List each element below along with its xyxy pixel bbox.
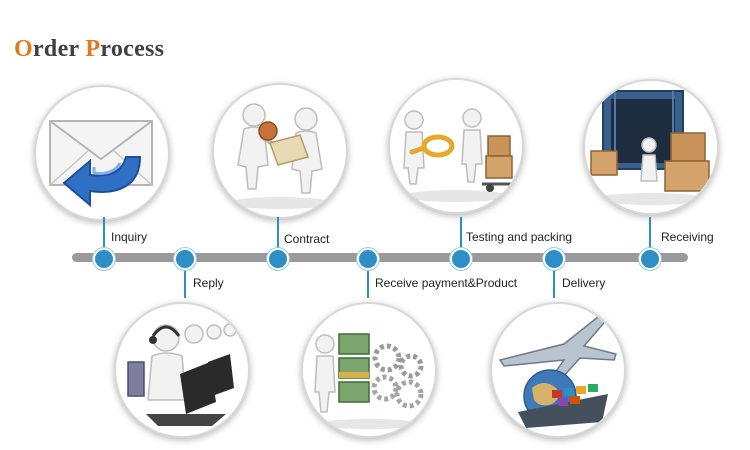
step-label-inquiry: Inquiry — [111, 230, 148, 244]
payment-stem — [367, 258, 369, 298]
timeline-node-reply — [174, 248, 196, 270]
timeline-node-payment — [357, 248, 379, 270]
step-label-payment: Receive payment&Product — [375, 276, 518, 290]
reply-stem — [184, 258, 186, 298]
handshake-contract-icon — [228, 103, 332, 209]
step-label-delivery: Delivery — [562, 276, 606, 290]
step-label-receiving: Receiving — [661, 230, 714, 244]
step-label-contract: Contract — [284, 232, 330, 246]
testing-illustration — [388, 78, 524, 214]
contract-illustration — [212, 83, 348, 219]
testing-stem — [460, 217, 462, 257]
timeline-node-contract — [267, 248, 289, 270]
step-label-testing: Testing and packing — [466, 230, 573, 244]
timeline-node-testing — [450, 248, 472, 270]
receiving-stem — [649, 217, 651, 257]
reply-illustration — [114, 302, 250, 438]
call-center-icon — [127, 323, 237, 426]
payment-illustration — [301, 302, 437, 438]
plane-ship-globe-icon — [498, 311, 617, 428]
container-boxes-icon — [590, 90, 710, 205]
timeline-bar — [72, 253, 688, 262]
timeline-node-delivery — [543, 248, 565, 270]
contract-stem — [277, 217, 279, 257]
step-label-reply: Reply — [193, 276, 224, 290]
inquiry-illustration — [34, 85, 170, 221]
envelope-reply-icon — [49, 120, 153, 208]
timeline-node-inquiry — [93, 248, 115, 270]
inquiry-stem — [103, 217, 105, 257]
page-title: Order Process — [14, 36, 165, 62]
delivery-illustration — [490, 302, 626, 438]
timeline-node-receiving — [639, 248, 661, 270]
magnifier-boxes-icon — [403, 108, 514, 202]
delivery-stem — [553, 258, 555, 298]
money-gears-icon — [314, 333, 424, 429]
receiving-illustration — [583, 79, 719, 215]
